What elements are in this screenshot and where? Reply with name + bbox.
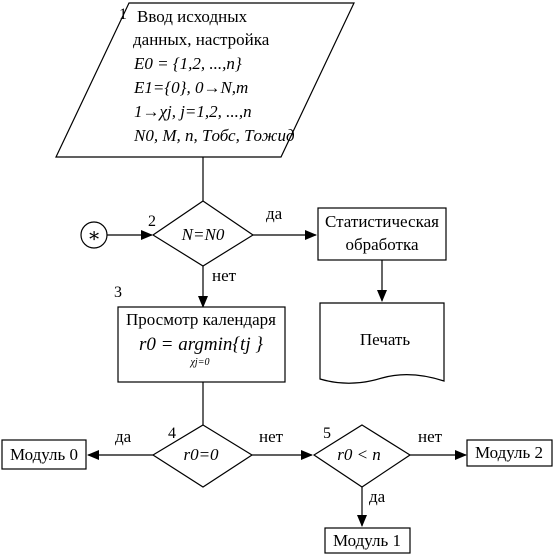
input-block: 1 Ввод исходных данных, настройка E0 = {…: [55, 2, 355, 158]
decision-4-no-label: нет: [259, 427, 284, 446]
input-line-1: Ввод исходных: [137, 7, 248, 26]
module-1-label: Модуль 1: [333, 531, 401, 550]
decision-5-yes-label: да: [369, 487, 386, 506]
decision-4-condition: r0=0: [183, 445, 219, 464]
module-0-rect: [1, 439, 87, 470]
decision-2-no-label: нет: [212, 266, 237, 285]
module-0: Модуль 0: [1, 439, 87, 470]
stat-line-2: обработка: [345, 235, 419, 254]
input-line-6: N0, M, n, Tобс, Tожид: [133, 126, 295, 145]
print-document-shape: [319, 302, 445, 384]
decision-5: 5 r0 < n нет да: [312, 424, 443, 506]
print-block: Печать: [319, 302, 445, 384]
block-number-4: 4: [168, 425, 176, 442]
process-3-subscript: χj=0: [190, 357, 210, 368]
stat-rect: [317, 207, 447, 261]
decision-5-condition: r0 < n: [337, 445, 381, 464]
block-number-1: 1: [119, 6, 127, 23]
input-line-4: E1={0}, 0→N,m: [133, 78, 248, 97]
input-line-2: данных, настройка: [133, 30, 270, 49]
stat-block: Статистическая обработка: [317, 207, 447, 261]
print-label: Печать: [360, 330, 410, 349]
module-2-label: Модуль 2: [475, 443, 543, 462]
decision-2-condition: N=N0: [181, 225, 225, 244]
decision-2: 2 N=N0 да нет: [148, 200, 283, 285]
block-number-3: 3: [114, 284, 122, 301]
stat-line-1: Статистическая: [325, 212, 439, 231]
module-2: Модуль 2: [466, 439, 553, 467]
module-2-rect: [466, 439, 553, 467]
connector-symbol: ∗: [87, 225, 101, 247]
module-1: Модуль 1: [324, 527, 411, 554]
module-1-rect: [324, 527, 411, 554]
input-parallelogram: [55, 2, 355, 158]
input-line-3: E0 = {1,2, ...,n}: [133, 54, 242, 73]
decision-4-yes-label: да: [115, 427, 132, 446]
decision-5-no-label: нет: [418, 427, 443, 446]
decision-4: 4 r0=0 да нет: [115, 424, 284, 488]
module-0-label: Модуль 0: [10, 445, 78, 464]
entry-connector: ∗: [80, 221, 108, 249]
input-line-5: 1→χj, j=1,2, ...,n: [134, 102, 252, 121]
decision-2-yes-label: да: [266, 204, 283, 223]
block-number-2: 2: [148, 213, 156, 230]
process-3: 3 Просмотр календаря r0 = argmin{tj } χj…: [114, 284, 286, 383]
process-3-line-1: Просмотр календаря: [126, 310, 276, 329]
process-3-formula: r0 = argmin{tj }: [139, 334, 263, 355]
block-number-5: 5: [323, 425, 331, 442]
decision-4-diamond: [151, 424, 254, 488]
process-3-rect: [117, 306, 286, 383]
